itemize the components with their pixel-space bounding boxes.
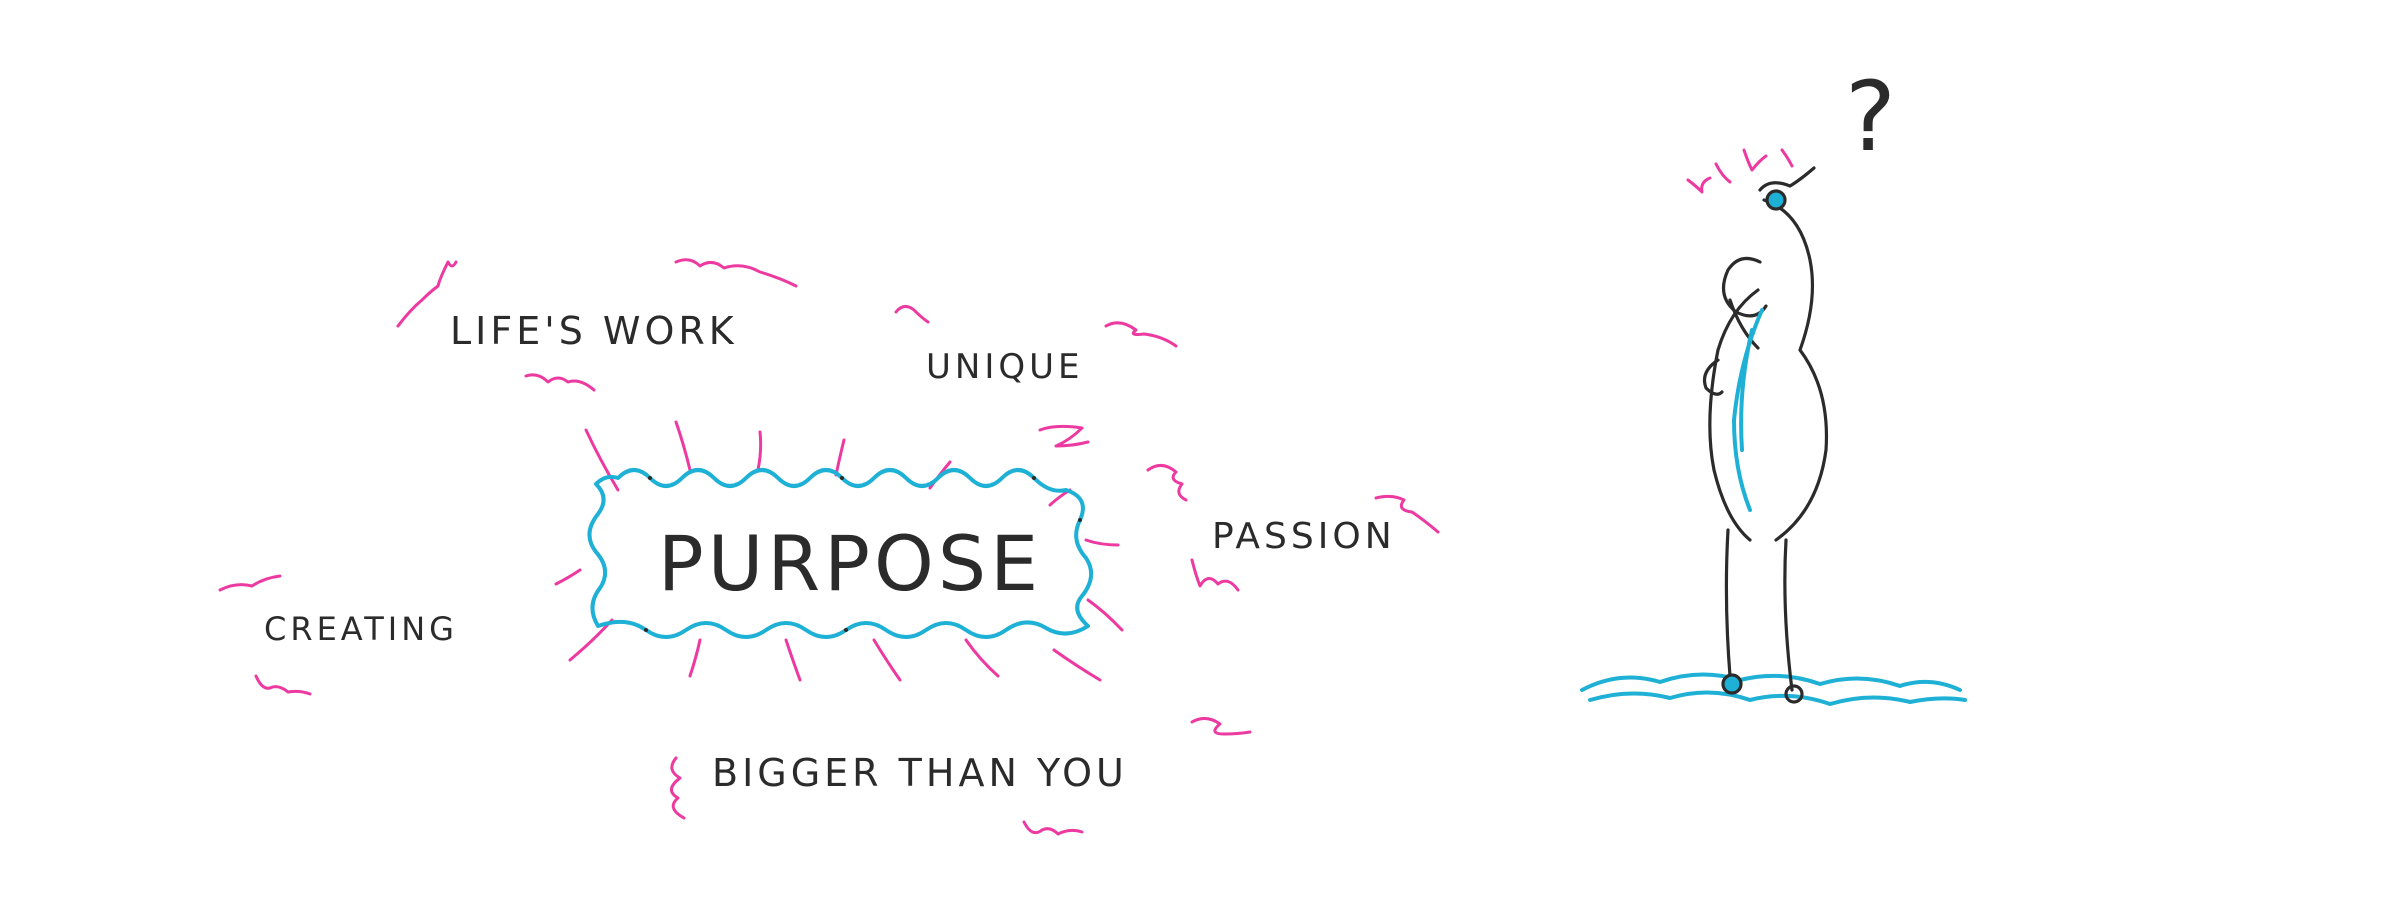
- purpose-wavy-border: [587, 468, 1094, 639]
- person-arm: [1702, 358, 1724, 396]
- confusion-marks: [1686, 148, 1794, 194]
- question-mark-icon: ?: [1845, 61, 1900, 173]
- word-unique: UNIQUE: [926, 347, 1083, 387]
- purpose-border-dots: [644, 476, 1082, 632]
- word-passion: PASSION: [1212, 516, 1396, 557]
- person-shading: [1732, 308, 1764, 512]
- word-bigger-than-you: BIGGER THAN YOU: [712, 751, 1128, 795]
- ground-scribble: [1580, 672, 1967, 706]
- word-lifes-work: LIFE'S WORK: [450, 309, 738, 353]
- person-legs: [1724, 528, 1794, 692]
- person-foot-left: [1721, 673, 1743, 695]
- person-eye: [1765, 189, 1787, 211]
- person-foot-right: [1784, 684, 1804, 704]
- purpose-box: PURPOSE: [554, 420, 1124, 682]
- purpose-title: PURPOSE: [658, 519, 1042, 608]
- person-body: [1708, 198, 1829, 542]
- word-creating: CREATING: [264, 610, 458, 648]
- confused-person-icon: [1580, 148, 1967, 706]
- scribble-icon: [218, 258, 1440, 836]
